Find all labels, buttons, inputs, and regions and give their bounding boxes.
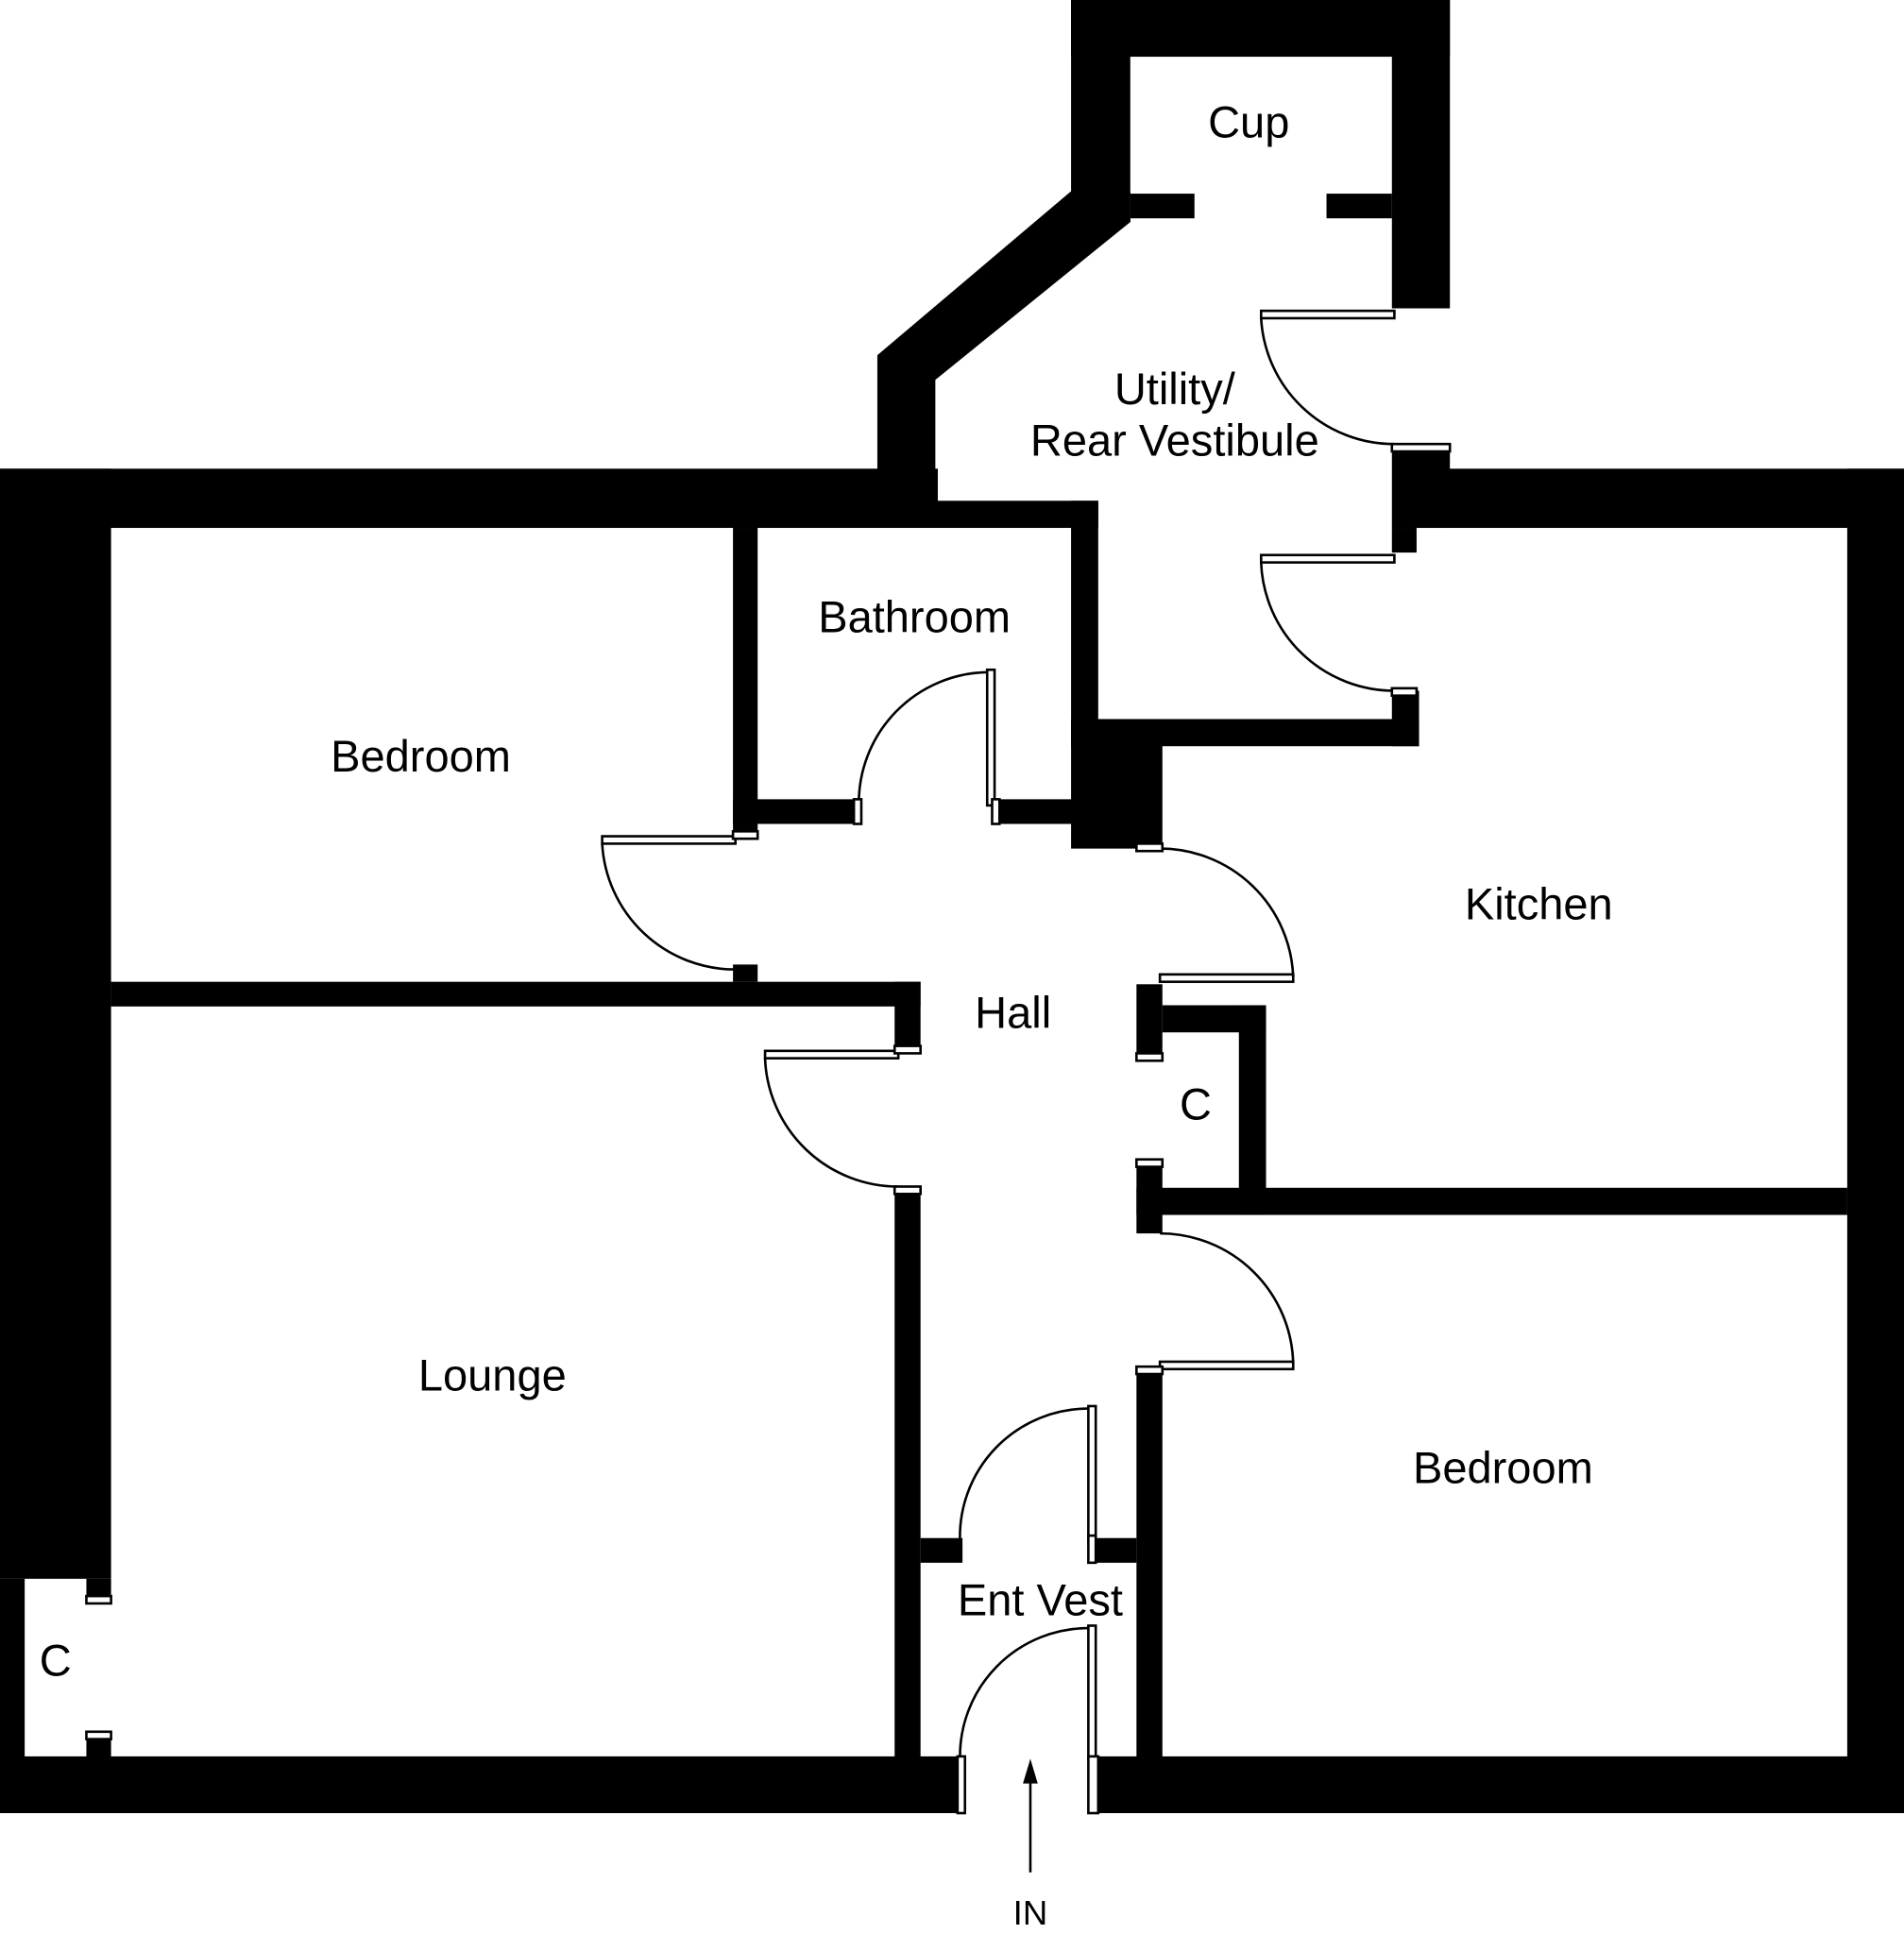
vestibule-inner-door-stub: [1087, 1534, 1097, 1565]
hall-kitchen-block: [1071, 719, 1163, 849]
exterior-wall-right: [1846, 468, 1904, 1813]
lounge-door-leaf: [763, 1049, 900, 1060]
front-door-swing: [959, 1626, 1089, 1759]
lounge-door-stub-lower: [892, 1185, 922, 1196]
vestibule-inner-door-swing: [959, 1407, 1089, 1542]
vestibule-wall-right: [1096, 1537, 1137, 1563]
kitchen-rear-door-stub: [1390, 687, 1419, 697]
cupboard-wall-left: [1071, 0, 1130, 223]
bedroom-bathroom-partition: [733, 528, 758, 837]
bathroom-door-leaf: [985, 668, 996, 807]
room-label-hall: Hall: [975, 988, 1051, 1038]
hall-cupboard-stub-upper: [1135, 1052, 1164, 1062]
bedroom-hall-wall: [1136, 1368, 1163, 1758]
room-label-utility-line1: Utility/: [1114, 364, 1236, 414]
kitchen-door-leaf: [1158, 973, 1295, 983]
bathroom-door-stub-right: [991, 798, 1001, 825]
bedroom-lounge-partition: [110, 981, 921, 1007]
cupboard-wall-top: [1071, 0, 1451, 58]
utility-right-wall-lower: [1391, 444, 1451, 529]
lounge-cupboard-stub-top: [85, 1594, 112, 1605]
room-label-bathroom: Bathroom: [818, 591, 1011, 641]
utility-stub-left: [1130, 194, 1195, 219]
utility-door-swing: [1259, 317, 1395, 446]
room-labels: Cup Utility/ Rear Vestibule Bathroom Bed…: [40, 97, 1613, 1932]
kitchen-door-jamb-upper: [1391, 528, 1417, 553]
kitchen-bedroom-partition: [1136, 1187, 1847, 1215]
bedroom-upper-door-swing: [601, 843, 736, 971]
bedroom-lower-door-leaf: [1158, 1360, 1295, 1371]
kitchen-rear-door-leaf: [1259, 553, 1396, 564]
lounge-cupboard-stub-bottom: [85, 1730, 112, 1740]
bedroom-upper-door-leaf: [601, 835, 738, 845]
utility-diagonal-wall: [876, 191, 1130, 503]
bathroom-door-stub: [852, 798, 863, 825]
walls: [0, 0, 1904, 1813]
exterior-wall-left: [0, 468, 111, 1579]
entrance-arrow: [1023, 1758, 1038, 1873]
lounge-door-stub: [892, 1044, 922, 1055]
hall-right-jamb-lower: [1136, 1165, 1163, 1234]
hall-cupboard-stub-lower: [1135, 1158, 1164, 1168]
vestibule-wall-left: [920, 1537, 963, 1563]
utility-door-jamb-stub: [1390, 442, 1452, 453]
front-door-jamb-right: [1087, 1755, 1100, 1815]
utility-door-leaf: [1259, 309, 1396, 320]
front-door-leaf: [1087, 1624, 1097, 1760]
room-label-cupboard-hall: C: [1180, 1078, 1212, 1128]
exterior-wall-bottom-left: [0, 1756, 963, 1813]
hall-right-jamb-upper: [1136, 984, 1163, 1057]
bedroom-lower-door-swing: [1160, 1231, 1295, 1365]
room-label-bedroom-upper: Bedroom: [331, 731, 511, 781]
room-label-cupboard-top: Cup: [1208, 97, 1289, 147]
room-label-lounge: Lounge: [418, 1350, 567, 1400]
bedroom-lower-door-stub: [1135, 1365, 1164, 1376]
lounge-door-swing: [763, 1058, 899, 1188]
cupboard-wall-right: [1391, 0, 1451, 309]
room-label-bedroom-lower: Bedroom: [1413, 1443, 1593, 1493]
kitchen-door-swing: [1160, 847, 1295, 977]
entrance-label: IN: [1013, 1893, 1048, 1932]
kitchen-door-jamb-lower: [1391, 690, 1420, 747]
kitchen-door-stub: [1135, 842, 1164, 853]
exterior-wall-top-left: [0, 468, 938, 529]
hall-cupboard-wall-right: [1238, 1005, 1266, 1215]
room-label-cupboard-lounge: C: [40, 1635, 72, 1685]
exterior-wall-bottom-right: [1097, 1756, 1904, 1813]
room-label-utility-line2: Rear Vestibule: [1030, 416, 1319, 466]
vestibule-inner-door-leaf: [1087, 1404, 1097, 1543]
bathroom-door-swing: [858, 670, 988, 805]
room-label-kitchen: Kitchen: [1465, 879, 1613, 929]
bathroom-wall-bottom-left: [733, 799, 857, 824]
doors: [85, 309, 1452, 1815]
bedroom-upper-door-stub: [731, 830, 759, 840]
bedroom-door-jamb: [733, 964, 758, 982]
lounge-hall-wall: [894, 1190, 921, 1758]
exterior-wall-top-right: [1394, 468, 1904, 529]
front-door-jamb-left: [956, 1755, 967, 1815]
lounge-door-jamb: [894, 981, 921, 1054]
utility-inner-wall: [1071, 500, 1098, 748]
room-label-entrance-vestibule: Ent Vest: [958, 1574, 1123, 1624]
utility-stub-right: [1326, 194, 1392, 219]
kitchen-rear-door-swing: [1259, 562, 1395, 692]
